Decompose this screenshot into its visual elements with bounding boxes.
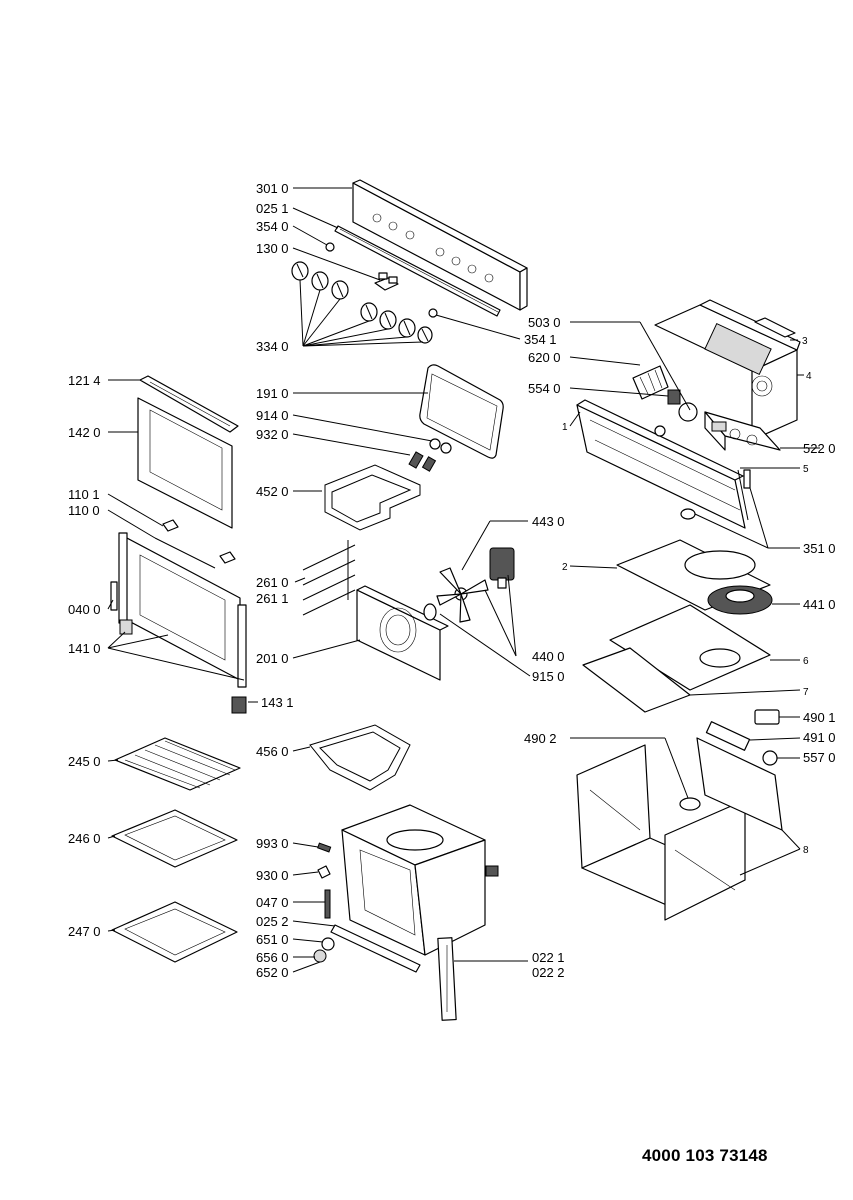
label-440-0: 440 0: [532, 649, 565, 664]
lamp-parts-651-656-652: [313, 937, 335, 963]
label-261-0: 261 0: [256, 575, 289, 590]
label-334-0: 334 0: [256, 339, 289, 354]
label-247-0: 247 0: [68, 924, 101, 939]
label-456-0: 456 0: [256, 744, 289, 759]
front-frame-1: [576, 399, 749, 529]
small-parts-993-930-047: [317, 842, 332, 919]
label-121-4: 121 4: [68, 373, 101, 388]
label-4: 4: [806, 371, 812, 382]
fan-cover-201-0: [356, 585, 449, 681]
label-522-0: 522 0: [803, 441, 836, 456]
label-143-1: 143 1: [261, 695, 294, 710]
terminal-block-620-0: [632, 365, 669, 400]
leader-lines: [107, 187, 820, 973]
label-142-0: 142 0: [68, 425, 101, 440]
fan-motor-443-0: [489, 547, 515, 589]
label-246-0: 246 0: [68, 831, 101, 846]
label-351-0: 351 0: [803, 541, 836, 556]
label-130-0: 130 0: [256, 241, 289, 256]
module-522-0: [704, 411, 781, 451]
label-191-0: 191 0: [256, 386, 289, 401]
label-2: 2: [562, 562, 568, 573]
label-110-1: 110 1: [68, 487, 100, 502]
switch-490-1: [754, 709, 780, 725]
document-number: 4000 103 73148: [642, 1146, 768, 1165]
knobs-334-0: [291, 261, 433, 344]
control-board-3-4: [654, 299, 801, 441]
label-441-0: 441 0: [803, 597, 836, 612]
hinge-040-0: [110, 581, 133, 635]
indicator-354-0: [325, 242, 335, 252]
outer-casing-8: [576, 737, 783, 921]
indicator-354-1: [428, 308, 438, 318]
label-443-0: 443 0: [532, 514, 565, 529]
label-110-0: 110 0: [68, 503, 100, 518]
oven-cavity: [341, 804, 499, 956]
fan-blade-440-0: [423, 567, 489, 623]
label-245-0: 245 0: [68, 754, 101, 769]
door-seal-191-0: [419, 364, 504, 459]
baking-tray-246-0: [111, 809, 238, 868]
label-491-0: 491 0: [803, 730, 836, 745]
fastener-914-0-932-0: [408, 438, 452, 472]
label-025-2: 025 2: [256, 914, 289, 929]
grid-shelf-245-0: [114, 737, 241, 791]
control-panel-301-0: [352, 179, 528, 311]
switch-554-0: [667, 389, 698, 422]
label-025-1: 025 1: [256, 201, 289, 216]
label-554-0: 554 0: [528, 381, 561, 396]
lower-element-456-0: [309, 724, 411, 791]
label-301-0: 301 0: [256, 181, 289, 196]
label-6: 6: [803, 656, 809, 667]
label-3: 3: [802, 336, 808, 347]
label-932-0: 932 0: [256, 427, 289, 442]
part-labels: 301 0 025 1 354 0 130 0 334 0 354 1 503 …: [68, 181, 836, 980]
label-651-0: 651 0: [256, 932, 289, 947]
label-040-0: 040 0: [68, 602, 101, 617]
label-7: 7: [803, 687, 809, 698]
label-490-2: 490 2: [524, 731, 557, 746]
label-620-0: 620 0: [528, 350, 561, 365]
panel-trim-025-1: [334, 225, 501, 317]
label-1: 1: [562, 422, 568, 433]
bottom-trim-025-2: [330, 924, 421, 973]
label-141-0: 141 0: [68, 641, 101, 656]
hinge-receiver-143-1: [231, 696, 247, 714]
switch-130-0: [374, 272, 399, 291]
side-rail-022: [437, 937, 457, 1021]
door-top-profile-121-4: [139, 375, 239, 433]
label-557-0: 557 0: [803, 750, 836, 765]
label-452-0: 452 0: [256, 484, 289, 499]
label-354-0: 354 0: [256, 219, 289, 234]
label-022-1: 022 1: [532, 950, 565, 965]
label-022-2: 022 2: [532, 965, 565, 980]
label-914-0: 914 0: [256, 408, 289, 423]
lamp-557-0: [762, 750, 778, 766]
label-993-0: 993 0: [256, 836, 289, 851]
lamp-351-0: [680, 469, 751, 520]
label-047-0: 047 0: [256, 895, 289, 910]
fan-wheel-441-0: [707, 585, 773, 615]
label-261-1: 261 1: [256, 591, 289, 606]
outer-glass-142-0: [137, 397, 233, 529]
label-915-0: 915 0: [532, 669, 565, 684]
label-8: 8: [803, 845, 809, 856]
label-652-0: 652 0: [256, 965, 289, 980]
label-354-1: 354 1: [524, 332, 557, 347]
grommet-490-2: [679, 797, 701, 811]
label-930-0: 930 0: [256, 868, 289, 883]
label-656-0: 656 0: [256, 950, 289, 965]
insulation-plate-6: [609, 604, 771, 691]
label-5: 5: [803, 464, 809, 475]
grill-element-452-0: [324, 464, 421, 531]
deep-tray-247-0: [111, 901, 238, 963]
label-503-0: 503 0: [528, 315, 561, 330]
side-racks-261-0-261-1: [302, 540, 356, 616]
label-201-0: 201 0: [256, 651, 289, 666]
label-490-1: 490 1: [803, 710, 836, 725]
thermostat-491-0: [705, 721, 751, 751]
hinge-covers-110-1-110-0: [154, 519, 236, 569]
